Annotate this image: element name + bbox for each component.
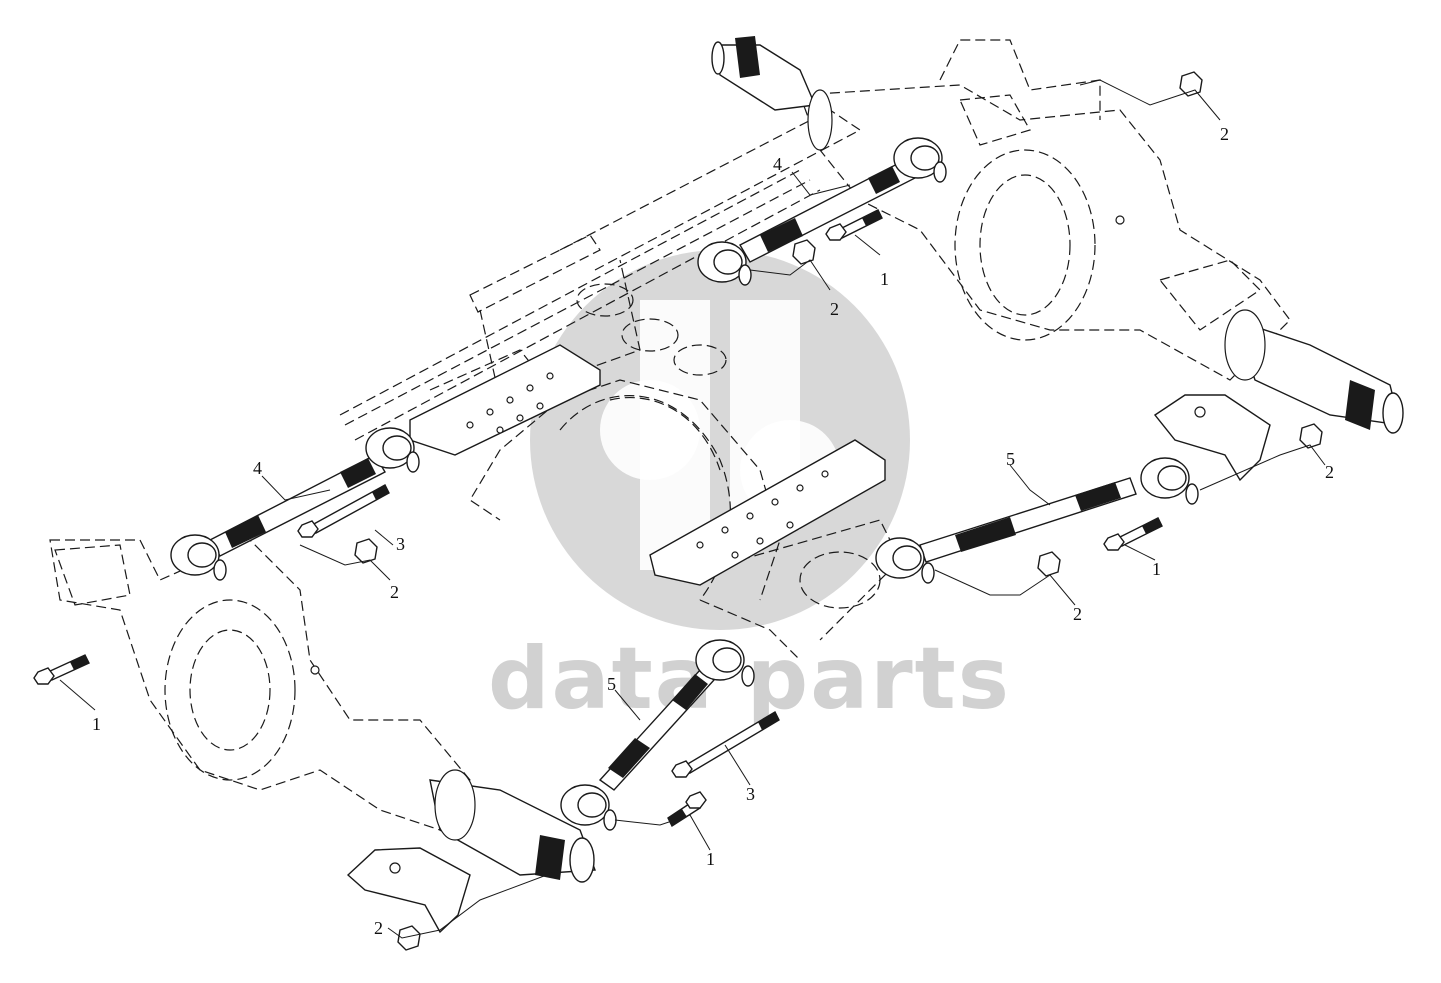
callout-1: 1: [706, 849, 715, 869]
hex-nut: [1037, 551, 1061, 577]
watermark: data parts: [488, 250, 1009, 729]
callout-labels: 2 4 1 2 4 3 2 1 5 2 1 2 5 3 1 2: [92, 124, 1334, 938]
v-rod-bottom: [560, 639, 755, 831]
callout-2: 2: [1073, 604, 1082, 624]
dp-logo-icon: [530, 250, 910, 630]
hex-bolt: [825, 209, 883, 241]
rod-end-bushing: [170, 534, 227, 581]
rod-end-bushing: [875, 537, 935, 584]
callout-2: 2: [830, 299, 839, 319]
rod-end-bushing: [560, 784, 617, 831]
rear-spring-seat: [1153, 394, 1271, 482]
callout-3: 3: [396, 534, 405, 554]
long-bolt: [297, 484, 390, 538]
callout-2: 2: [1325, 462, 1334, 482]
callout-4: 4: [773, 154, 782, 174]
hex-nut: [792, 239, 816, 265]
callout-4: 4: [253, 458, 262, 478]
hex-nut: [397, 925, 421, 951]
hex-bolt: [33, 654, 90, 685]
rear-axle-spindle-left: [711, 36, 833, 151]
leader-lines: [59, 79, 1326, 939]
callout-1: 1: [1152, 559, 1161, 579]
rod-end-bushing: [1140, 457, 1199, 505]
torque-rod-lower: [170, 427, 420, 581]
v-rod-right: [875, 457, 1199, 584]
lower-bracket-plate: [649, 439, 886, 586]
rod-end-bushing: [695, 639, 755, 687]
front-axle-housing: [49, 539, 471, 831]
callout-1: 1: [92, 714, 101, 734]
fasteners: [33, 71, 1323, 951]
torque-rod-upper: [697, 137, 947, 286]
rod-end-bushing: [365, 427, 420, 473]
callout-5: 5: [607, 674, 616, 694]
callout-3: 3: [746, 784, 755, 804]
callout-2: 2: [1220, 124, 1229, 144]
hex-nut: [1179, 71, 1203, 97]
callout-2: 2: [374, 918, 383, 938]
callout-5: 5: [1006, 449, 1015, 469]
rod-end-bushing: [697, 241, 752, 286]
hex-nut: [354, 538, 378, 564]
rod-end-bushing: [893, 137, 947, 183]
rear-axle-spindle-right: [1224, 309, 1404, 434]
hex-bolt: [1103, 517, 1163, 551]
front-spring-seat: [346, 847, 471, 934]
callout-2: 2: [390, 582, 399, 602]
long-bolt: [671, 711, 780, 778]
front-axle-spindle: [429, 769, 596, 883]
callout-1: 1: [880, 269, 889, 289]
hex-nut: [1299, 423, 1323, 449]
